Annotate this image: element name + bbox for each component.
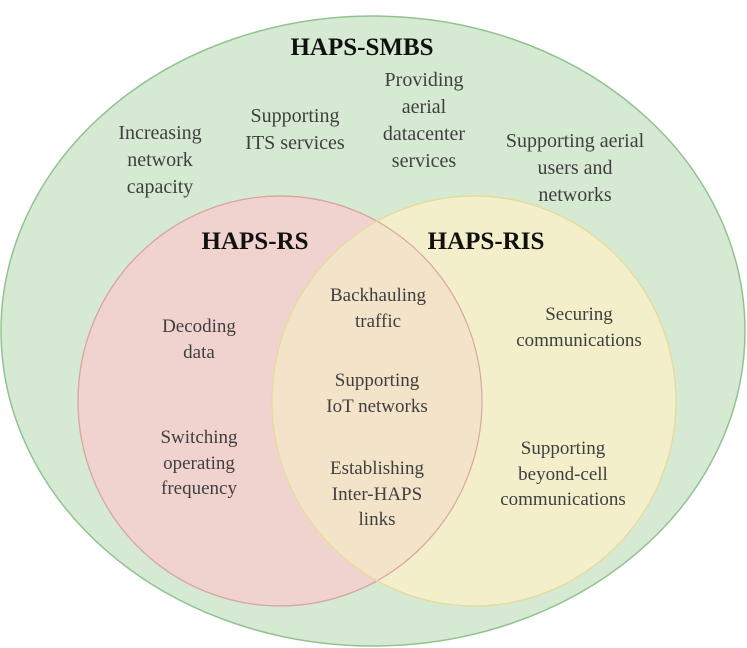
ris-item-securing-communications: Securing communications — [516, 304, 642, 351]
ris-item-beyond-cell: Supporting beyond-cell communications — [500, 438, 626, 510]
smbs-item-aerial-users: Supporting aerial users and networks — [505, 130, 645, 206]
rs-ris-overlap — [272, 196, 482, 606]
smbs-item-aerial-datacenter: Providing aerial datacenter services — [382, 69, 466, 172]
rs-circle-outline — [77, 195, 483, 607]
overlap-item-iot-networks: Supporting IoT networks — [326, 370, 428, 417]
smbs-title: HAPS-SMBS — [290, 34, 434, 61]
ris-title: HAPS-RIS — [427, 228, 545, 255]
smbs-item-its-services: Supporting ITS services — [245, 105, 345, 154]
rs-title: HAPS-RS — [201, 228, 309, 255]
rs-item-switching-frequency: Switching operating frequency — [160, 427, 238, 499]
overlap-item-backhauling: Backhauling traffic — [329, 285, 427, 332]
rs-item-decoding-data: Decoding data — [162, 316, 236, 363]
overlap-item-inter-haps: Establishing Inter-HAPS links — [330, 458, 424, 530]
ris-circle-outline — [271, 195, 677, 607]
smbs-item-increasing-capacity: Increasing network capacity — [118, 122, 202, 198]
